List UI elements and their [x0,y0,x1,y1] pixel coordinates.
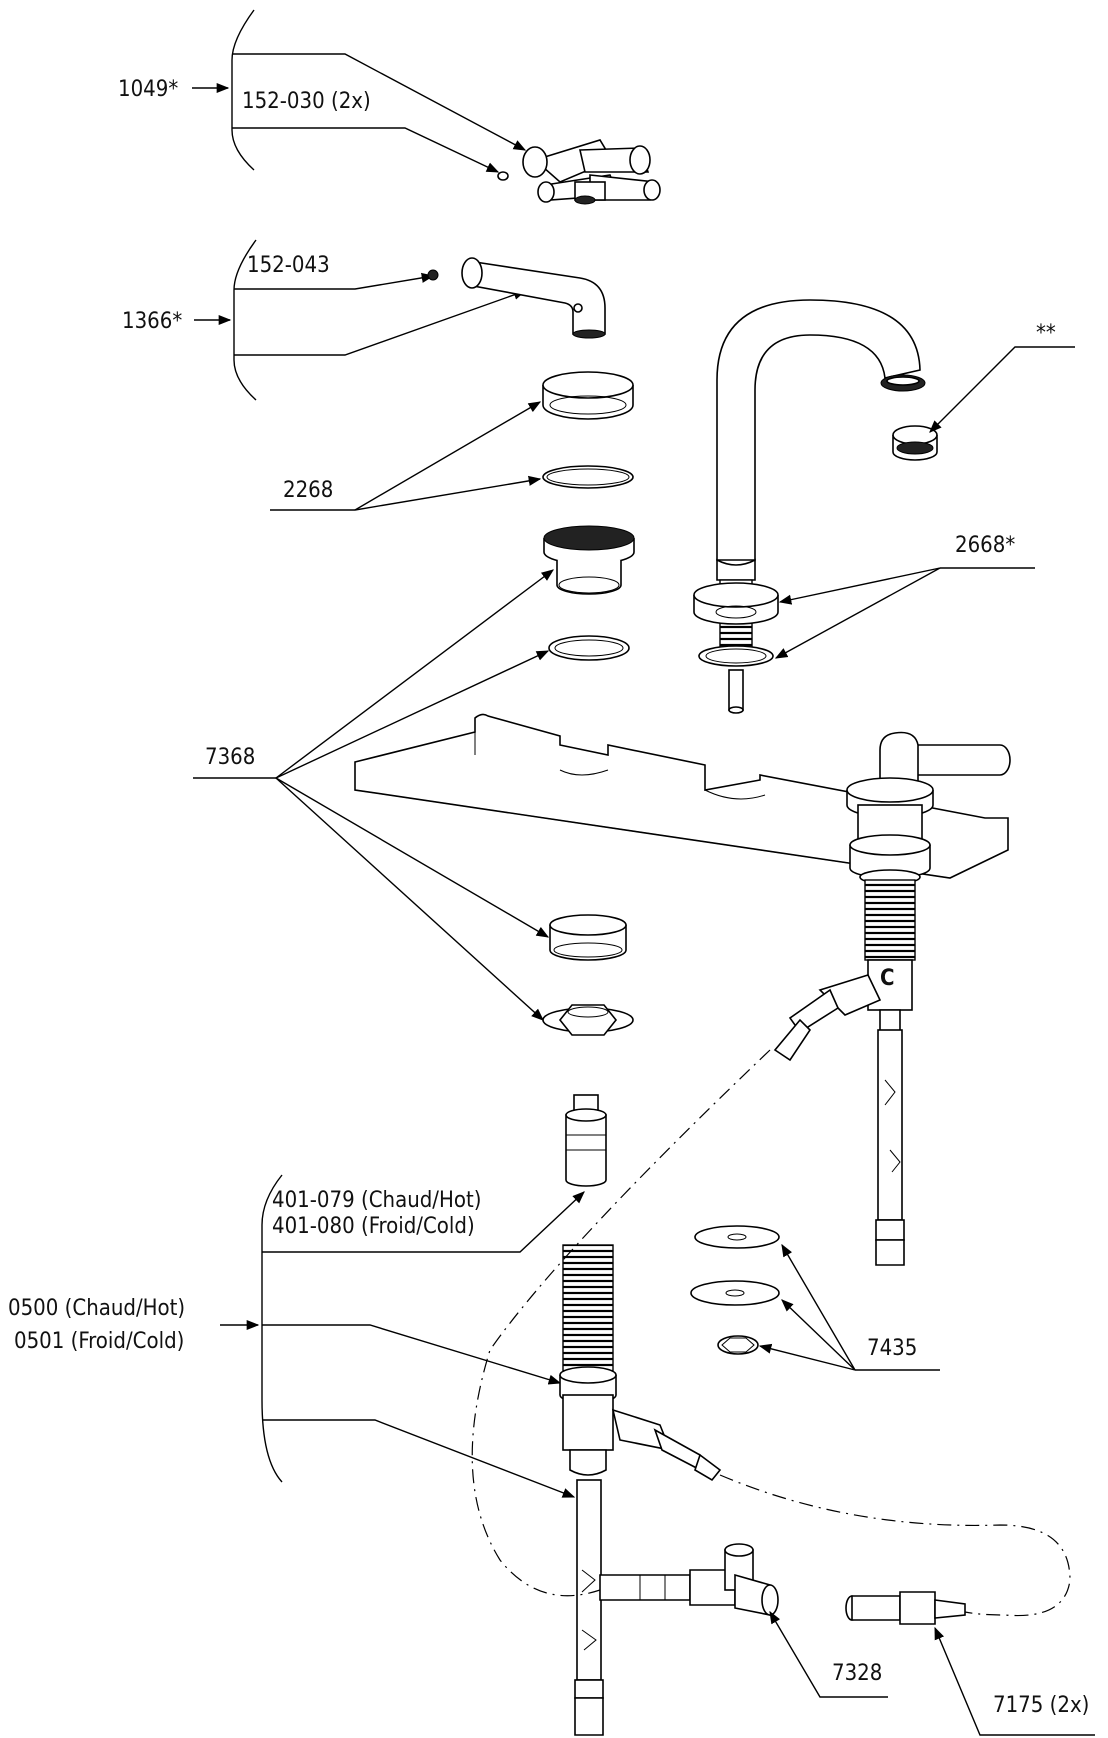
washer-7435-top [694,1225,780,1249]
swivel-spout [693,299,926,714]
aerator [892,425,938,461]
cap-ring [542,371,634,420]
leader-7435-nut [758,1343,856,1371]
quick-connector-7175 [845,1591,966,1625]
tee-connector-7328 [599,1543,779,1616]
label-7328: 7328 [832,1661,882,1686]
leader-7368-adapter [275,569,555,779]
flow-line-left [471,1049,771,1597]
flat-washer-7368 [548,635,630,661]
bracket-401 [261,1174,283,1483]
bracket-1049 [231,9,255,171]
label-7175: 7175 (2x) [993,1693,1089,1718]
label-double-star: ** [1036,321,1056,346]
label-7435: 7435 [867,1336,917,1361]
label-0500: 0500 (Chaud/Hot) [8,1296,185,1321]
cold-marking: C [880,966,895,991]
leader-2668-washer [774,567,941,659]
leader-body [262,1324,562,1385]
bracket-1366 [233,239,257,401]
leader-152-030 [232,127,500,173]
leader-7435-mid [781,1299,856,1371]
cross-handle [497,139,661,205]
label-2668: 2668* [955,533,1015,558]
label-401-080: 401-080 (Froid/Cold) [272,1214,475,1239]
part-7368-group: 7368 [193,525,635,1036]
leader-7368-locknut [275,777,544,1021]
flex-hose-hot [574,1479,604,1736]
label-7368: 7368 [205,745,255,770]
leader-7368-washer [275,650,550,779]
hot-valve-group: 401-079 (Chaud/Hot) 401-080 (Froid/Cold)… [8,1094,722,1736]
label-1049: 1049* [118,77,178,102]
spout-lever [461,257,606,339]
ceramic-cartridge [565,1094,607,1187]
locknut-7368 [542,1004,634,1036]
nut-7435 [717,1335,759,1355]
leader-aerator [929,346,1075,433]
label-1366: 1366* [122,309,182,334]
leader-7175 [934,1626,1095,1736]
sleeve-7368 [549,914,627,961]
o-ring-2268 [542,465,634,489]
label-0501: 0501 (Froid/Cold) [14,1329,184,1354]
part-7435-group: 7435 [690,1225,940,1371]
label-152-030: 152-030 (2x) [242,89,371,114]
leader-152-043 [234,272,435,290]
leader-2668-flange [778,567,941,605]
leader-cross-handle [232,53,527,151]
washer-7435-mid [690,1280,780,1306]
part-2268-group: 2268 [270,371,634,511]
flow-line-right [719,1474,1071,1617]
mounted-valve-assembly: C [773,731,1011,1266]
valve-body [559,1244,722,1482]
leader-7328 [769,1610,888,1698]
leader-hose [262,1419,576,1498]
leader-7368-sleeve [275,777,550,938]
leader-2268-oring [354,475,542,511]
label-152-043: 152-043 [247,253,330,278]
kit-1049-group: 1049* 152-030 (2x) [118,9,661,205]
label-401-079: 401-079 (Chaud/Hot) [272,1188,481,1213]
leader-spout-lever [234,290,527,356]
leader-7435-top [781,1243,856,1371]
label-2268: 2268 [283,478,333,503]
leader-cartridge [262,1191,585,1253]
leader-2268-cap [354,401,542,511]
threaded-adapter [543,525,635,595]
kit-1366-group: 1366* 152-043 [122,239,606,401]
